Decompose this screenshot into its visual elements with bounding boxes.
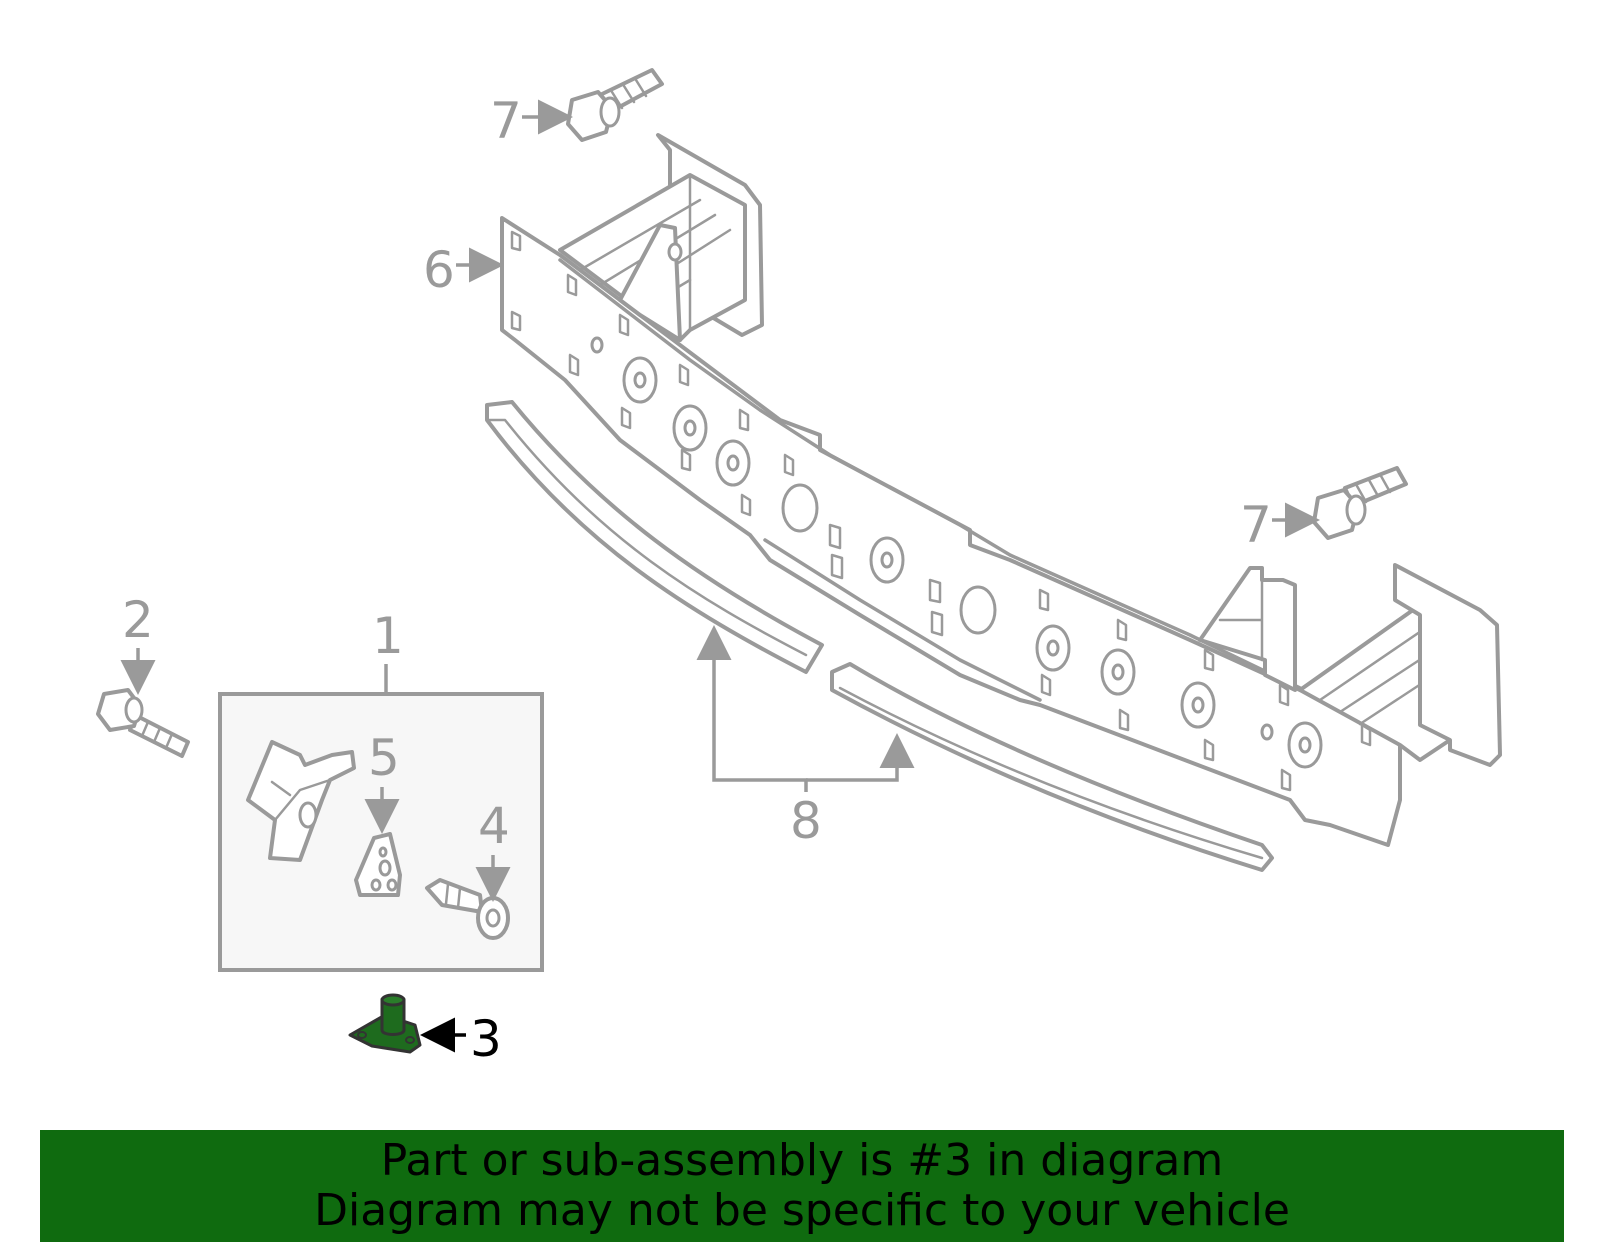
bolt-7-upper bbox=[566, 68, 664, 142]
callout-6: 6 bbox=[423, 241, 455, 299]
callout-7-upper: 7 bbox=[490, 92, 522, 150]
energy-absorber-left bbox=[485, 400, 824, 674]
mount-plate-5 bbox=[354, 832, 402, 897]
banner-line-2: Diagram may not be specific to your vehi… bbox=[314, 1185, 1290, 1236]
energy-absorber-right bbox=[830, 662, 1274, 872]
callout-7-right: 7 bbox=[1240, 496, 1272, 554]
callout-5: 5 bbox=[368, 729, 400, 787]
callout-2: 2 bbox=[122, 591, 154, 649]
mount-bracket bbox=[246, 740, 356, 862]
leader-lines bbox=[120, 99, 1320, 1053]
callout-1: 1 bbox=[372, 607, 404, 665]
info-banner: Part or sub-assembly is #3 in diagram Di… bbox=[40, 1130, 1564, 1242]
highlighted-part-3 bbox=[348, 993, 422, 1054]
callout-8: 8 bbox=[790, 792, 822, 850]
callout-3: 3 bbox=[470, 1010, 502, 1068]
banner-line-1: Part or sub-assembly is #3 in diagram bbox=[380, 1135, 1224, 1186]
reinforcement-beam bbox=[500, 133, 1502, 847]
bolt-7-right bbox=[1312, 466, 1408, 540]
bolt-2 bbox=[96, 688, 190, 758]
callout-4: 4 bbox=[478, 797, 510, 855]
